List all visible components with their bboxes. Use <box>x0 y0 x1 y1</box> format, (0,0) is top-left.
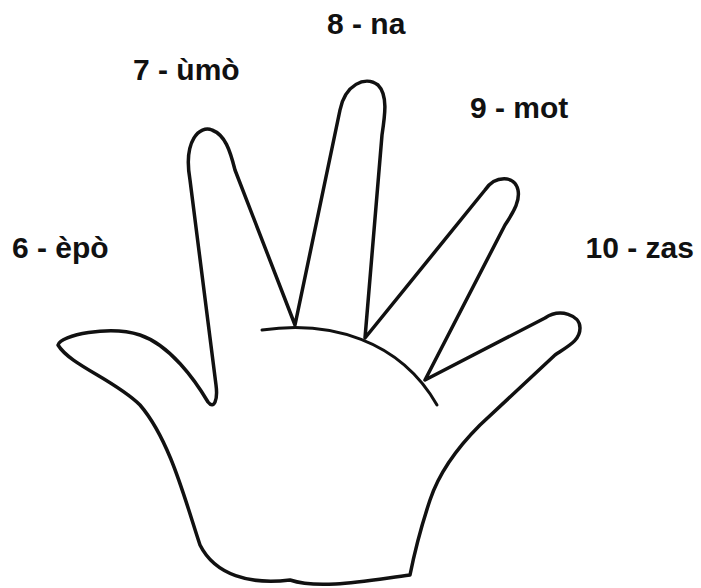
number-label: 6 - èpò <box>12 230 109 266</box>
number-label: 9 - mot <box>470 90 568 126</box>
number-label: 10 - zas <box>586 230 694 266</box>
hand-contour <box>58 81 580 584</box>
number-label: 8 - na <box>327 6 405 42</box>
palm-line <box>262 328 437 405</box>
number-label: 7 - ùmò <box>133 52 240 88</box>
